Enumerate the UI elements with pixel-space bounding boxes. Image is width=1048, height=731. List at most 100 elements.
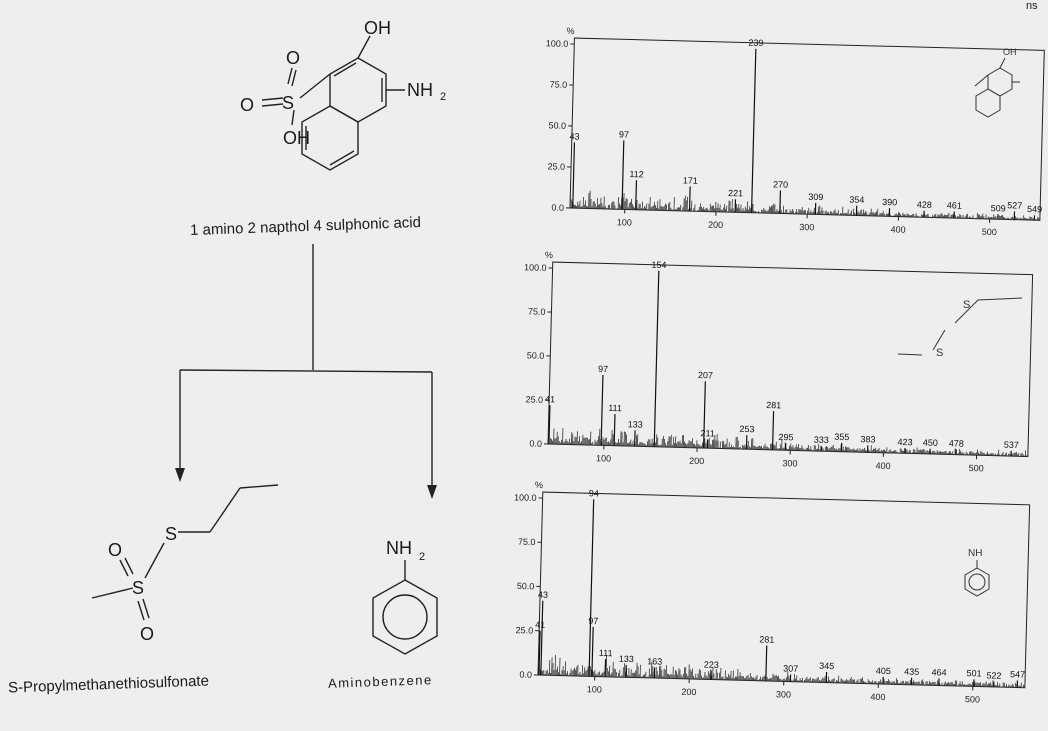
peak-label: 354 [849,194,864,204]
peak-label: 281 [759,634,774,644]
peak-94 [588,499,595,677]
peak-label: 239 [748,38,763,48]
peak-41 [548,405,551,445]
atom-o-lower: O [140,624,154,644]
peak-label: 527 [1007,200,1022,210]
product1-structure [91,484,279,621]
peak-43 [540,600,544,676]
peak-label: 405 [876,666,891,676]
peak-label: 547 [1010,669,1025,679]
y-axis-label: % [545,250,553,260]
peak-label: 537 [1004,440,1019,450]
x-tick-label: 500 [982,227,997,237]
atom-oh-sulfonic: OH [283,128,310,148]
peak-270 [779,190,782,214]
peak-label: 501 [966,668,981,678]
plot-frame [537,491,1031,689]
y-tick-label: 75.0 [518,537,536,547]
peak-label: 307 [783,663,798,673]
y-tick-label: 0.0 [551,203,564,213]
atom-s-thio: S [165,524,177,544]
peak-label: 97 [588,616,598,626]
peak-label: 111 [599,648,613,658]
peak-label: 111 [608,403,622,413]
inset-aniline-icon [964,560,990,597]
peak-97 [621,140,625,210]
peak-label: 509 [991,203,1006,213]
y-tick-label: 50.0 [548,120,566,130]
x-tick-label: 500 [969,463,984,473]
peak-label: 154 [651,260,666,270]
atom-nh-aniline: NH [386,538,412,558]
inset-thiosulfonate-icon [897,297,1023,356]
peak-label: 223 [704,659,719,669]
peak-label: 112 [629,169,644,179]
peak-label: 423 [897,437,912,447]
atom-oh: OH [364,18,391,38]
y-axis-label: % [567,26,575,36]
noise-peak [554,655,556,676]
atom-nh: NH [407,80,433,100]
plot-frame [547,261,1034,458]
peak-label: 133 [628,419,643,429]
peak-label: 461 [947,200,962,210]
y-tick-label: 50.0 [517,581,535,591]
peak-label: 345 [819,661,834,671]
noise-peak [605,654,608,677]
peak-label: 97 [619,129,629,139]
atom-nh-sub: 2 [440,91,446,103]
x-tick-label: 100 [596,453,611,463]
inset-naphthol-icon [974,57,1020,118]
peak-label: 171 [683,175,698,185]
x-tick-label: 200 [681,687,696,697]
y-tick-label: 75.0 [550,79,568,89]
y-axis-label: % [535,480,543,490]
peak-239 [750,48,757,213]
y-tick-label: 100.0 [524,262,547,273]
parent-structure [261,35,405,171]
peak-97 [600,374,604,446]
svg-text:S: S [963,299,970,311]
peak-label: 41 [545,394,555,404]
peak-111 [613,414,616,446]
x-tick-label: 400 [890,224,905,234]
x-tick-label: 200 [708,220,723,230]
peak-207 [702,381,706,449]
peak-label: 435 [904,667,919,677]
x-tick-label: 300 [776,689,791,699]
svg-text:OH: OH [1003,47,1017,57]
peak-43 [572,142,576,209]
peak-label: 163 [647,656,662,666]
peak-154 [653,270,660,447]
y-tick-label: 100.0 [514,492,537,503]
y-tick-label: 50.0 [527,350,545,360]
peak-281 [765,645,768,681]
peak-label: 133 [619,654,634,664]
peak-label: 41 [535,620,545,630]
peak-112 [635,180,638,210]
peak-label: 464 [932,667,947,677]
y-tick-label: 100.0 [546,38,569,49]
peak-label: 309 [808,192,823,202]
peak-label: 383 [860,434,875,444]
x-tick-label: 200 [689,456,704,466]
product2-structure [372,560,438,655]
y-tick-label: 25.0 [525,394,543,404]
atom-nh-aniline-sub: 2 [419,551,425,563]
peak-171 [688,186,691,212]
peak-label: 478 [949,438,964,448]
peak-label: 390 [882,197,897,207]
peak-label: 221 [728,188,743,198]
x-tick-label: 300 [799,222,814,232]
peak-label: 43 [569,131,579,141]
peak-label: 43 [538,590,548,600]
x-tick-label: 100 [617,217,632,227]
peak-label: 522 [986,670,1001,680]
reaction-arrows [179,244,433,487]
x-tick-label: 100 [587,684,602,694]
atom-s-parent: S [282,93,294,113]
